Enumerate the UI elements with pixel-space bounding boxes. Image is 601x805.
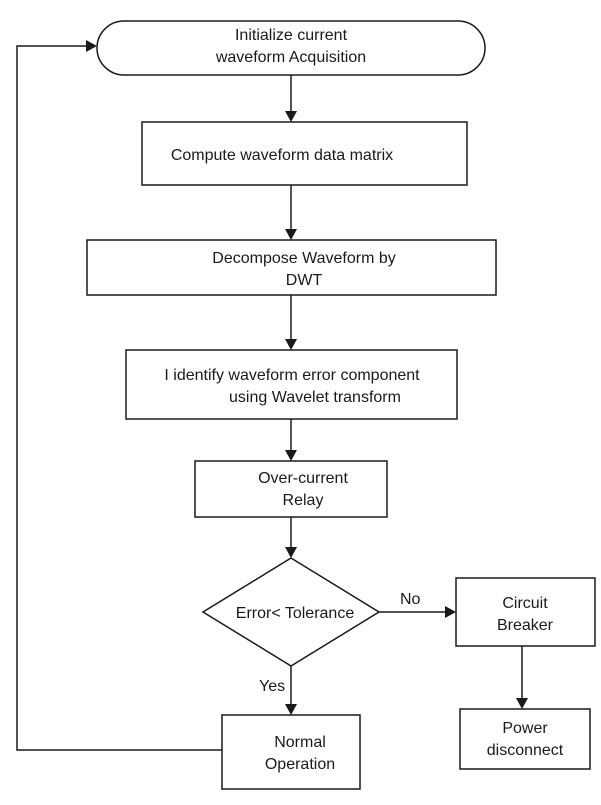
start-label-line1: Initialize current: [235, 27, 348, 44]
relay-label-line2: Relay: [283, 492, 324, 509]
arrow-relay-to-decision: [285, 547, 297, 558]
decompose-step: Decompose Waveform by DWT: [86, 239, 497, 296]
arrow-breaker-to-power: [516, 698, 528, 709]
start-terminator: Initialize current waveform Acquisition: [96, 20, 486, 76]
decompose-label-line2: DWT: [286, 272, 323, 289]
arrow-decision-to-breaker: [445, 606, 456, 618]
breaker-step-box: [455, 577, 596, 647]
normal-label-line1: Normal: [274, 734, 326, 751]
compute-step-box: [141, 121, 468, 186]
power-label-line2: disconnect: [487, 742, 564, 759]
decision-label: Error< Tolerance: [236, 605, 355, 622]
arrow-decompose-to-identify: [285, 339, 297, 350]
compute-label: Compute waveform data matrix: [171, 147, 393, 164]
decompose-label-line1: Decompose Waveform by: [212, 250, 395, 267]
identify-label-line1: I identify waveform error component: [164, 367, 420, 384]
power-label-line1: Power: [502, 720, 548, 737]
breaker-step: Circuit Breaker: [455, 577, 596, 647]
normal-step-box: [221, 714, 361, 790]
relay-step: Over-current Relay: [194, 460, 388, 518]
decompose-step-box: [86, 239, 497, 296]
normal-label-line2: Operation: [265, 756, 335, 773]
arrow-decision-to-normal: [285, 704, 297, 715]
identify-step-box: [125, 349, 458, 420]
relay-step-box: [194, 460, 388, 518]
power-step: Power disconnect: [459, 708, 591, 770]
yes-branch-label: Yes: [259, 678, 285, 695]
tolerance-decision: Error< Tolerance: [201, 557, 381, 667]
identify-label-line2: using Wavelet transform: [229, 389, 401, 406]
relay-label-line1: Over-current: [258, 470, 348, 487]
arrow-loop-back-to-start: [86, 40, 97, 52]
breaker-label-line2: Breaker: [497, 617, 554, 634]
no-branch-label: No: [400, 591, 421, 608]
arrow-compute-to-decompose: [285, 229, 297, 240]
power-step-box: [459, 708, 591, 770]
connector-loop-back-to-start: [16, 45, 222, 751]
start-label-line2: waveform Acquisition: [215, 49, 366, 66]
arrow-start-to-compute: [285, 111, 297, 122]
identify-step: I identify waveform error component usin…: [125, 349, 458, 420]
normal-step: Normal Operation: [221, 714, 361, 790]
breaker-label-line1: Circuit: [502, 595, 548, 612]
arrow-identify-to-relay: [285, 450, 297, 461]
compute-step: Compute waveform data matrix: [141, 121, 468, 186]
